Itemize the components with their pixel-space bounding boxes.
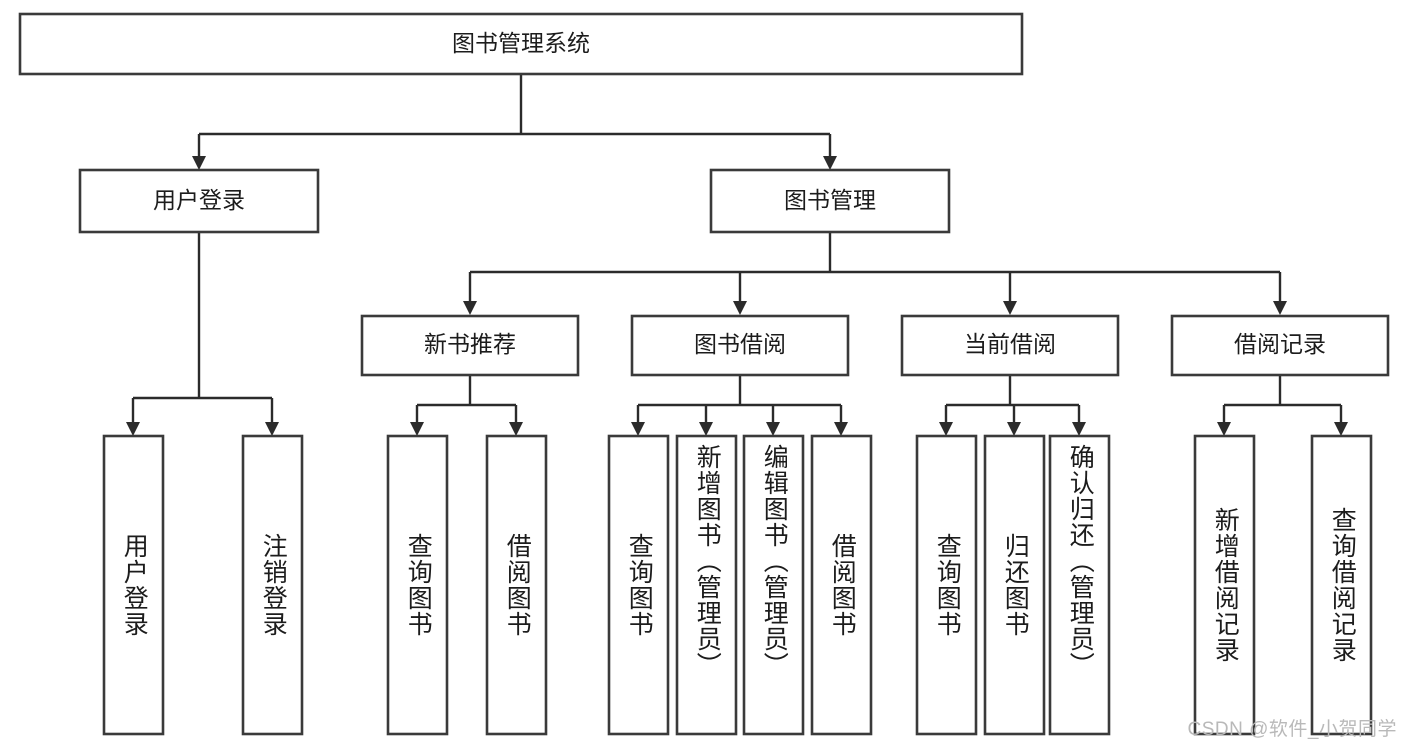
- arrow-to-new-book: [463, 301, 477, 315]
- node-root[interactable]: 图书管理系统: [18, 12, 1024, 76]
- node-current-borrow-box[interactable]: [900, 314, 1120, 377]
- arrow-to-leaf-query-book-2: [631, 422, 645, 436]
- node-layer: 图书管理系统 用户登录 图书管理 新书推荐 图书借阅: [18, 12, 1390, 736]
- node-user-login[interactable]: 用户登录: [78, 168, 320, 234]
- arrow-to-leaf-borrow-book-2: [834, 422, 848, 436]
- arrow-to-leaf-confirm-return: [1072, 422, 1086, 436]
- node-borrow-record[interactable]: 借阅记录: [1170, 314, 1390, 377]
- arrow-to-leaf-edit-book: [766, 422, 780, 436]
- arrow-to-leaf-user-login: [126, 422, 140, 436]
- leaf-box-add-record[interactable]: [1193, 434, 1256, 736]
- arrow-to-leaf-add-record: [1217, 422, 1231, 436]
- node-root-box[interactable]: [18, 12, 1024, 76]
- node-book-borrow[interactable]: 图书借阅: [630, 314, 850, 377]
- node-book-management[interactable]: 图书管理: [709, 168, 951, 234]
- leaf-box-edit-book[interactable]: [742, 434, 805, 736]
- leaf-box-logout[interactable]: [241, 434, 304, 736]
- leaf-box-query-record[interactable]: [1310, 434, 1373, 736]
- arrow-to-current-borrow: [1003, 301, 1017, 315]
- node-borrow-record-box[interactable]: [1170, 314, 1390, 377]
- arrow-to-leaf-query-record: [1334, 422, 1348, 436]
- node-current-borrow[interactable]: 当前借阅: [900, 314, 1120, 377]
- node-book-management-label: 图书管理: [784, 187, 876, 213]
- arrow-to-user-login: [192, 156, 206, 170]
- arrow-to-book-management: [823, 156, 837, 170]
- arrow-to-leaf-add-book: [699, 422, 713, 436]
- node-current-borrow-label: 当前借阅: [964, 331, 1056, 357]
- node-root-label: 图书管理系统: [452, 30, 590, 56]
- node-user-login-box[interactable]: [78, 168, 320, 234]
- node-new-book-recommend-label: 新书推荐: [424, 331, 516, 357]
- leaf-box-query-book-3[interactable]: [915, 434, 978, 736]
- node-user-login-label: 用户登录: [153, 187, 245, 213]
- leaf-box-borrow-book-2[interactable]: [810, 434, 873, 736]
- leaf-box-query-book-2[interactable]: [607, 434, 670, 736]
- leaf-box-borrow-book-1[interactable]: [485, 434, 548, 736]
- arrow-to-leaf-return-book: [1007, 422, 1021, 436]
- leaf-box-query-book-1[interactable]: [386, 434, 449, 736]
- node-new-book-recommend[interactable]: 新书推荐: [360, 314, 580, 377]
- leaf-box-return-book[interactable]: [983, 434, 1046, 736]
- arrow-to-leaf-borrow-book-1: [509, 422, 523, 436]
- arrow-to-leaf-query-book-3: [939, 422, 953, 436]
- arrow-to-borrow-record: [1273, 301, 1287, 315]
- leaf-box-confirm-return[interactable]: [1048, 434, 1111, 736]
- arrow-to-leaf-logout: [265, 422, 279, 436]
- watermark-text: CSDN @软件_小贺同学: [1187, 719, 1397, 740]
- node-new-book-recommend-box[interactable]: [360, 314, 580, 377]
- connector-layer: [126, 74, 1348, 436]
- node-book-management-box[interactable]: [709, 168, 951, 234]
- node-book-borrow-box[interactable]: [630, 314, 850, 377]
- leaf-box-add-book[interactable]: [675, 434, 738, 736]
- node-book-borrow-label: 图书借阅: [694, 331, 786, 357]
- node-borrow-record-label: 借阅记录: [1234, 331, 1326, 357]
- leaf-box-user-login[interactable]: [102, 434, 165, 736]
- arrow-to-book-borrow: [733, 301, 747, 315]
- arrow-to-leaf-query-book-1: [410, 422, 424, 436]
